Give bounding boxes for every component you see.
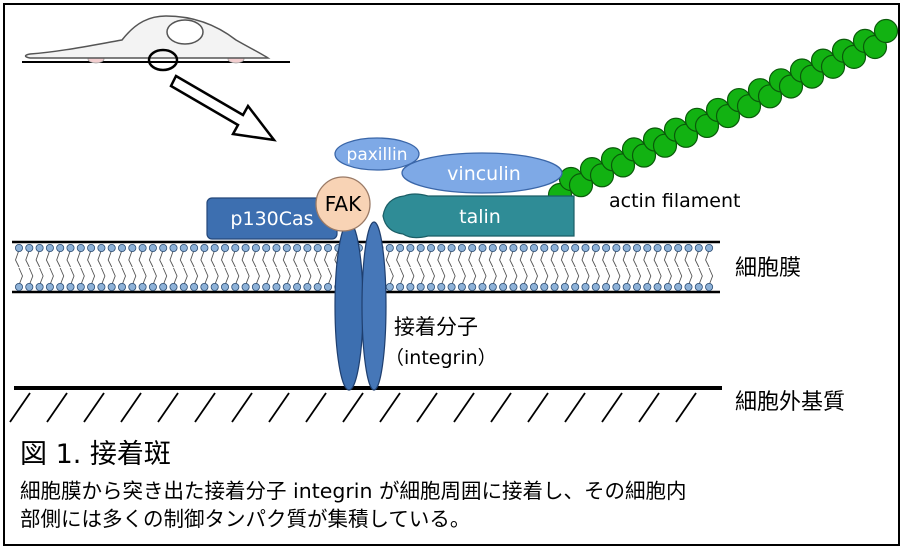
actin-label: actin filament: [609, 190, 740, 212]
actin-filament: [547, 18, 899, 208]
vinculin-label: vinculin: [447, 163, 521, 185]
talin-label: talin: [459, 206, 501, 228]
integrin: [334, 221, 387, 391]
extracellular-matrix: [9, 386, 722, 423]
fak: [315, 176, 371, 232]
paxillin-label: paxillin: [347, 145, 408, 165]
talin: [382, 193, 575, 239]
adhesion-molecule-label: 接着分子: [394, 315, 478, 339]
cell-sketch: [22, 15, 290, 142]
paxillin: [334, 137, 420, 171]
figure-title: 図 1. 接着斑: [20, 439, 171, 470]
caption-line-2: 部側には多くの制御タンパク質が集積している。: [20, 507, 471, 531]
vinculin: [401, 152, 563, 194]
caption-line-1: 細胞膜から突き出た接着分子 integrin が細胞周囲に接着し、その細胞内: [20, 479, 687, 503]
membrane-label: 細胞膜: [735, 256, 801, 281]
ecm-label: 細胞外基質: [735, 390, 845, 415]
p130cas-label: p130Cas: [230, 208, 313, 230]
fak-label: FAK: [325, 192, 362, 216]
integrin-label: （integrin）: [385, 347, 497, 369]
